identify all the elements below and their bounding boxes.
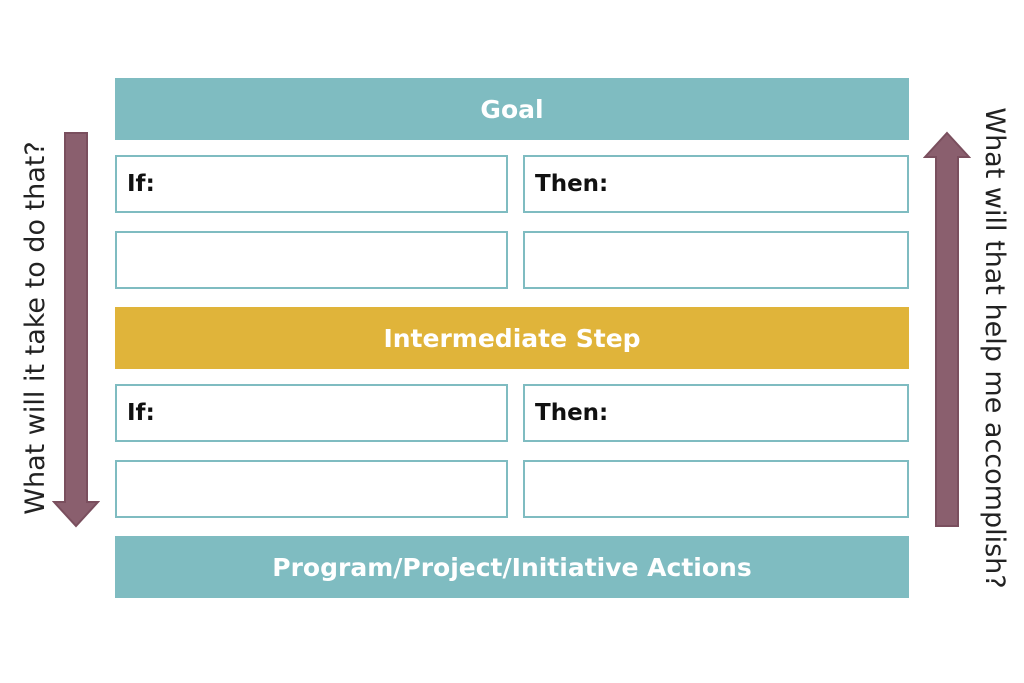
lower-then-box: Then: bbox=[523, 384, 909, 442]
lower-then-label: Then: bbox=[535, 400, 609, 426]
lower-if-label: If: bbox=[127, 400, 155, 426]
lower-then-blank-box bbox=[523, 460, 909, 518]
upper-if-box: If: bbox=[115, 155, 508, 213]
upper-if-label: If: bbox=[127, 171, 155, 197]
right-side-question: What will that help me accomplish? bbox=[979, 107, 1011, 589]
lower-if-blank-box bbox=[115, 460, 508, 518]
actions-label: Program/Project/Initiative Actions bbox=[272, 552, 752, 582]
upper-if-blank-box bbox=[115, 231, 508, 289]
goal-band: Goal bbox=[115, 78, 909, 140]
up-arrow-icon bbox=[923, 131, 971, 527]
left-side-question: What will it take to do that? bbox=[19, 141, 51, 515]
down-arrow-icon bbox=[52, 132, 100, 528]
goal-label: Goal bbox=[480, 94, 544, 124]
upper-then-label: Then: bbox=[535, 171, 609, 197]
upper-then-box: Then: bbox=[523, 155, 909, 213]
lower-if-box: If: bbox=[115, 384, 508, 442]
intermediate-step-band: Intermediate Step bbox=[115, 307, 909, 369]
upper-then-blank-box bbox=[523, 231, 909, 289]
actions-band: Program/Project/Initiative Actions bbox=[115, 536, 909, 598]
intermediate-step-label: Intermediate Step bbox=[383, 323, 641, 353]
